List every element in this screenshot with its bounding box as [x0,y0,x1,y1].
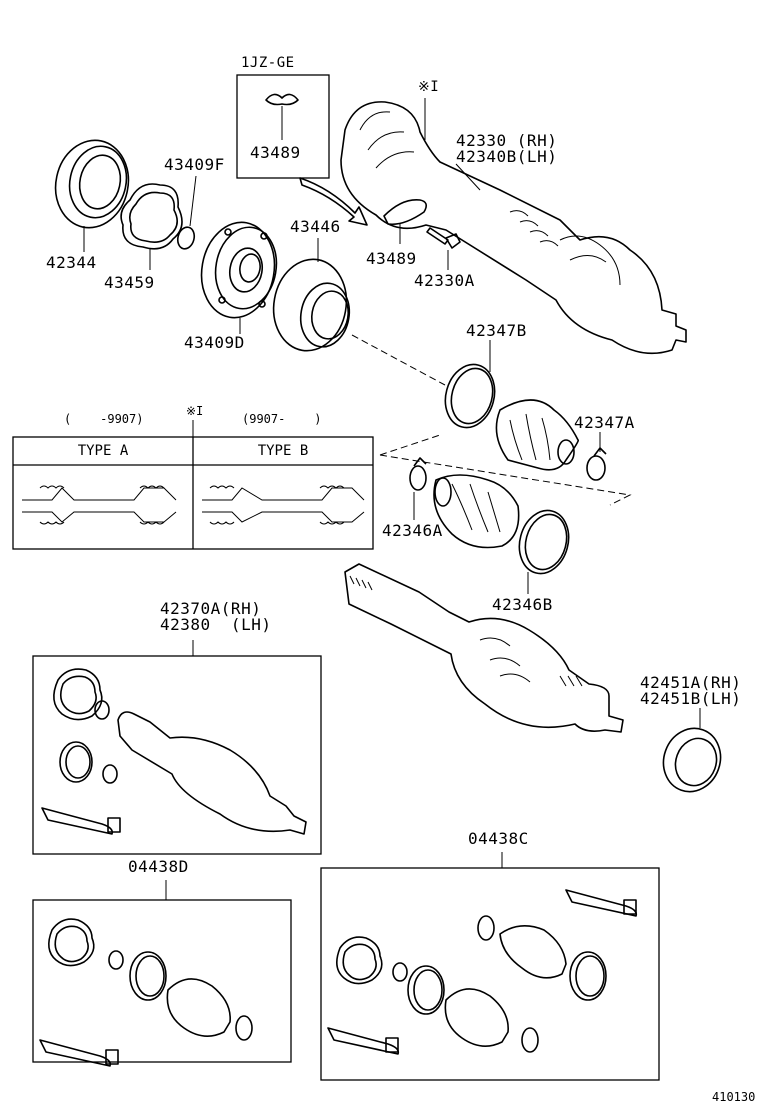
type-table-header-a: TYPE A [77,443,129,459]
part-42346A-drawing [409,457,427,520]
part-label-42347A: 42347A [574,413,635,432]
part-label-42344: 42344 [46,253,97,272]
type-table-frame [12,420,374,550]
part-label-43489-clip: 43489 [366,249,417,268]
part-43489-clip-drawing [383,199,428,244]
part-label-42330A: 42330A [414,271,475,290]
part-42344-drawing [54,139,130,252]
part-label-42346B: 42346B [492,595,553,614]
part-label-inboard-lh: 42380 (LH) [160,615,272,634]
part-42451-drawing [662,708,722,793]
shaft-assembly-upper-drawing [340,98,687,355]
part-43409D-drawing [200,221,278,334]
part-label-42347B: 42347B [466,321,527,340]
arrow-icon [299,177,368,226]
type-table-mark: ※I [186,404,204,418]
part-42347B-drawing [444,340,496,429]
part-42346B-drawing [518,509,570,594]
part-label-inboard-rh: 42370A(RH) [160,599,262,618]
part-label-42346A: 42346A [382,521,443,540]
part-43409F-drawing [176,175,197,250]
part-label-shaft-lh: 42340B(LH) [456,147,558,166]
engine-group-part-label: 43489 [250,143,301,162]
part-43446-drawing [272,238,446,386]
kit-label-04438D: 04438D [128,857,189,876]
kit-label-04438C: 04438C [468,829,529,848]
type-table-period-b: (9907- ) [242,412,322,426]
part-42330A-drawing [426,227,461,270]
kit-04438C-box [320,852,660,1081]
mark-note: ※I [418,79,440,95]
dashed-group-outline [379,434,632,506]
part-label-43459: 43459 [104,273,155,292]
engine-group-box [236,74,330,179]
inboard-joint-box [32,640,322,855]
shaft-assembly-lower-drawing [344,563,624,733]
part-label-43409F: 43409F [164,155,225,174]
type-table-period-a: ( -9907) [64,412,144,426]
boot-upper-drawing [495,399,580,471]
part-43459-drawing [120,183,183,270]
type-table-header-b: TYPE B [257,443,309,459]
part-label-43409D: 43409D [184,333,245,352]
engine-group-label: 1JZ-GE [241,55,295,71]
part-label-43446: 43446 [290,217,341,236]
diagram-id: 410130 [712,1090,756,1104]
part-42347A-drawing [586,432,607,481]
part-label-seal-lh: 42451B(LH) [640,689,742,708]
part-label-seal-rh: 42451A(RH) [640,673,742,692]
boot-lower-drawing [433,474,520,549]
kit-04438D-box [32,880,292,1067]
part-label-shaft-rh: 42330 (RH) [456,131,558,150]
